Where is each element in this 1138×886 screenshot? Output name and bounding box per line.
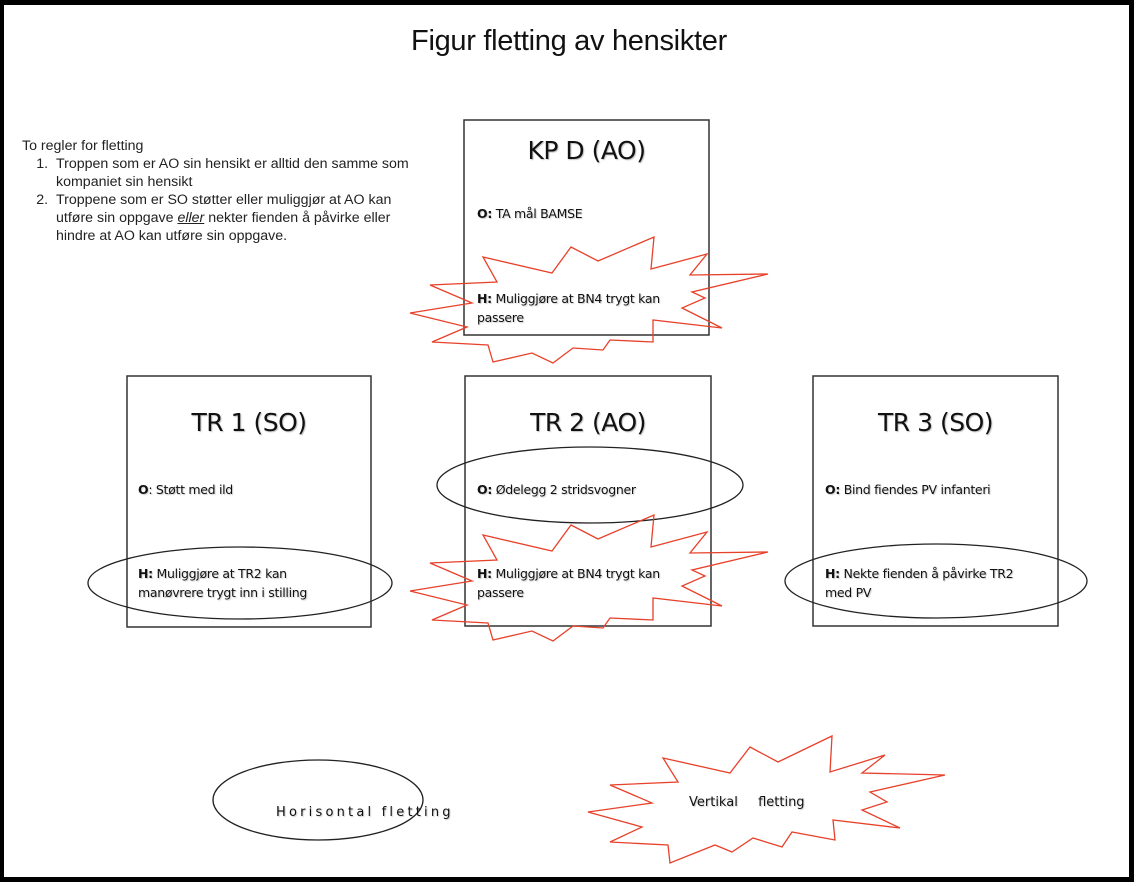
legend-vertical-burst bbox=[587, 734, 946, 864]
unit-title-tr2: TR 2 (AO) bbox=[530, 408, 646, 437]
unit-intent-kpd: H: Muliggjøre at BN4 trygt kan passere bbox=[477, 289, 660, 327]
rule-item-1: Troppen som er AO sin hensikt er alltid … bbox=[52, 155, 422, 191]
rule-2-text-before: Troppene som er SO støtter eller muliggj… bbox=[56, 192, 392, 226]
task-label: O: bbox=[825, 482, 841, 497]
task-label: O: bbox=[477, 482, 493, 497]
unit-intent-tr1: H: Muliggjøre at TR2 kan manøvrere trygt … bbox=[138, 564, 307, 602]
horizontal-marker-tr3-intent bbox=[784, 543, 1088, 619]
unit-task-kpd: O: TA mål BAMSE bbox=[477, 204, 583, 223]
figure-title: Figur fletting av hensikter bbox=[411, 25, 727, 57]
horizontal-marker-tr1-intent bbox=[87, 546, 393, 620]
task-label: O: bbox=[477, 206, 493, 221]
unit-task-tr1: O: Støtt med ild bbox=[138, 480, 233, 499]
unit-title-tr3: TR 3 (SO) bbox=[878, 408, 994, 437]
intent-label: H: bbox=[825, 566, 840, 581]
rules-block: To regler for fletting Troppen som er AO… bbox=[22, 137, 422, 245]
intent-text-line1: Muliggjøre at TR2 kan bbox=[152, 566, 288, 581]
intent-label: H: bbox=[138, 566, 153, 581]
unit-title-tr1: TR 1 (SO) bbox=[191, 408, 308, 437]
unit-box-kpd bbox=[463, 119, 710, 336]
rule-2-text-after: nekter fienden å påvirke eller hindre at… bbox=[56, 210, 391, 244]
intent-text-line2: passere bbox=[477, 310, 524, 325]
legend-horizontal-label: Horisontal fletting bbox=[276, 805, 454, 820]
intent-text-line1: Nekte fienden å påvirke TR2 bbox=[839, 566, 1014, 581]
unit-task-tr2: O: Ødelegg 2 stridsvogner bbox=[477, 480, 636, 499]
unit-box-tr2 bbox=[464, 375, 712, 627]
intent-label: H: bbox=[477, 566, 492, 581]
unit-intent-tr2: H: Muliggjøre at BN4 trygt kan passere bbox=[477, 564, 660, 602]
legend-vertical-label: Vertikal fletting bbox=[689, 795, 805, 810]
intent-text-line2: passere bbox=[477, 585, 524, 600]
horizontal-marker-tr2-task bbox=[436, 446, 744, 524]
rule-item-2: Troppene som er SO støtter eller muliggj… bbox=[52, 191, 422, 245]
task-text: TA mål BAMSE bbox=[492, 206, 583, 221]
legend-horizontal-ellipse bbox=[212, 759, 424, 841]
intent-text-line2: med PV bbox=[825, 585, 872, 600]
rules-heading: To regler for fletting bbox=[22, 138, 144, 154]
unit-box-tr1 bbox=[126, 375, 372, 628]
task-label: O bbox=[138, 482, 149, 497]
intent-text-line1: Muliggjøre at BN4 trygt kan bbox=[491, 566, 661, 581]
rule-1-text: Troppen som er AO sin hensikt er alltid … bbox=[56, 156, 409, 190]
unit-title-kpd: KP D (AO) bbox=[527, 136, 646, 165]
task-text: : Støtt med ild bbox=[148, 482, 233, 497]
intent-text-line1: Muliggjøre at BN4 trygt kan bbox=[491, 291, 661, 306]
unit-intent-tr3: H: Nekte fienden å påvirke TR2 med PV bbox=[825, 564, 1014, 602]
intent-text-line2: manøvrere trygt inn i stilling bbox=[138, 585, 308, 600]
unit-task-tr3: O: Bind fiendes PV infanteri bbox=[825, 480, 991, 499]
intent-label: H: bbox=[477, 291, 492, 306]
task-text: Bind fiendes PV infanteri bbox=[840, 482, 991, 497]
rules-list: Troppen som er AO sin hensikt er alltid … bbox=[22, 155, 422, 245]
unit-box-tr3 bbox=[812, 375, 1059, 627]
task-text: Ødelegg 2 stridsvogner bbox=[492, 482, 636, 497]
rule-2-emphasis: eller bbox=[177, 210, 205, 226]
